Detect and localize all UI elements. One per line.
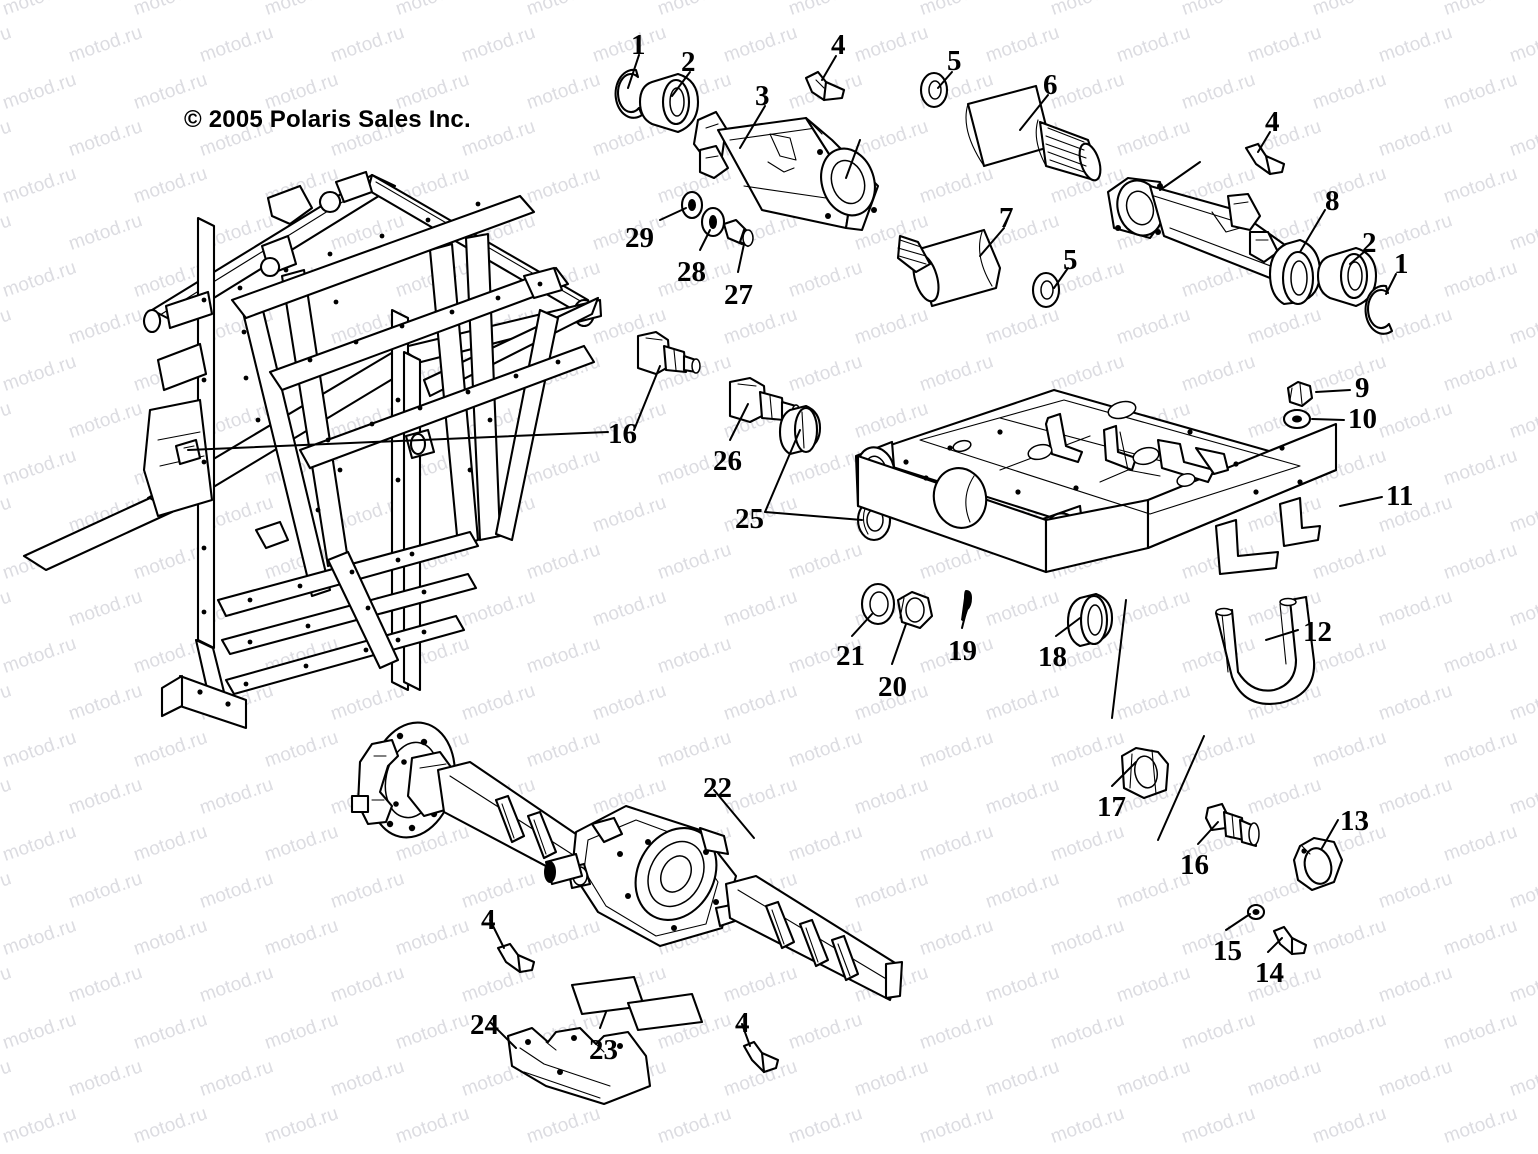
callout-number-3: 3 bbox=[755, 80, 770, 112]
callout-number-9: 9 bbox=[1355, 372, 1370, 404]
part-5-washer-right bbox=[1031, 271, 1061, 309]
callout-number-7: 7 bbox=[999, 202, 1014, 234]
part-17-plug bbox=[1120, 746, 1170, 800]
callout-number-14: 14 bbox=[1255, 957, 1284, 989]
callout-number-26: 26 bbox=[713, 445, 742, 477]
callout-number-28: 28 bbox=[677, 256, 706, 288]
callout-number-17: 17 bbox=[1097, 791, 1126, 823]
callout-number-19: 19 bbox=[948, 635, 977, 667]
part-24-skid-plate bbox=[506, 1026, 652, 1106]
part-27-bolt bbox=[722, 218, 754, 248]
callout-number-2: 2 bbox=[681, 46, 696, 78]
callout-number-5: 5 bbox=[1063, 244, 1078, 276]
part-29-washer bbox=[680, 190, 704, 220]
callout-number-16: 16 bbox=[1180, 849, 1209, 881]
callout-number-4: 4 bbox=[831, 29, 846, 61]
callout-number-4: 4 bbox=[735, 1007, 750, 1039]
part-5-washer-left bbox=[919, 71, 949, 109]
main-frame-assembly bbox=[22, 170, 603, 730]
part-4-bolt-top bbox=[804, 70, 846, 102]
part-28-washer bbox=[700, 206, 726, 238]
callout-number-8: 8 bbox=[1325, 185, 1340, 217]
callout-number-10: 10 bbox=[1348, 403, 1377, 435]
callout-number-22: 22 bbox=[703, 772, 732, 804]
part-23-shims bbox=[570, 975, 704, 1032]
part-15-washer bbox=[1246, 903, 1266, 921]
callout-number-29: 29 bbox=[625, 222, 654, 254]
part-3-front-propshaft bbox=[692, 110, 880, 232]
callout-number-4: 4 bbox=[481, 904, 496, 936]
part-13-clamp bbox=[1292, 836, 1344, 892]
part-6-splined-shaft bbox=[965, 84, 1102, 182]
part-18-bushing bbox=[1066, 592, 1114, 648]
part-12-u-bolt bbox=[1214, 595, 1316, 705]
part-2-bearing-right bbox=[1316, 246, 1378, 308]
part-1-snap-ring-left bbox=[614, 68, 644, 119]
callout-number-1: 1 bbox=[631, 29, 646, 61]
part-10-washer bbox=[1282, 408, 1312, 430]
callout-number-20: 20 bbox=[878, 671, 907, 703]
callout-number-24: 24 bbox=[470, 1009, 499, 1041]
part-8-rear-propshaft bbox=[1106, 176, 1322, 306]
part-1-snap-ring-right bbox=[1364, 284, 1394, 335]
part-11-rear-subframe bbox=[854, 388, 1338, 576]
callout-number-18: 18 bbox=[1038, 641, 1067, 673]
callout-number-16: 16 bbox=[608, 418, 637, 450]
callout-number-2: 2 bbox=[1362, 227, 1377, 259]
part-16-pivot-lower bbox=[1204, 802, 1260, 848]
callout-number-27: 27 bbox=[724, 279, 753, 311]
part-25-bushing-a bbox=[778, 404, 822, 456]
part-9-nut bbox=[1286, 380, 1314, 408]
part-2-bearing-left bbox=[638, 72, 700, 134]
callout-number-23: 23 bbox=[589, 1034, 618, 1066]
callout-number-5: 5 bbox=[947, 45, 962, 77]
part-4-bolt-axle-left bbox=[496, 942, 536, 974]
part-20-nut bbox=[896, 590, 934, 630]
part-16-pivot-upper bbox=[636, 330, 701, 376]
callout-number-4: 4 bbox=[1265, 106, 1280, 138]
callout-number-12: 12 bbox=[1303, 616, 1332, 648]
leader-lines bbox=[187, 54, 1397, 1049]
part-22-rear-axle-assembly bbox=[350, 721, 904, 1002]
callout-number-1: 1 bbox=[1394, 248, 1409, 280]
callout-number-6: 6 bbox=[1043, 69, 1058, 101]
callout-number-13: 13 bbox=[1340, 805, 1369, 837]
part-7-splined-shaft bbox=[896, 228, 1002, 308]
copyright-notice: © 2005 Polaris Sales Inc. bbox=[184, 106, 471, 133]
callout-number-21: 21 bbox=[836, 640, 865, 672]
callout-number-15: 15 bbox=[1213, 935, 1242, 967]
callout-number-25: 25 bbox=[735, 503, 764, 535]
part-14-bolt bbox=[1272, 925, 1308, 956]
part-4-bolt-right bbox=[1244, 142, 1286, 176]
part-21-washer bbox=[860, 582, 896, 626]
callout-number-11: 11 bbox=[1386, 480, 1414, 512]
part-4-bolt-bottom bbox=[742, 1040, 780, 1074]
